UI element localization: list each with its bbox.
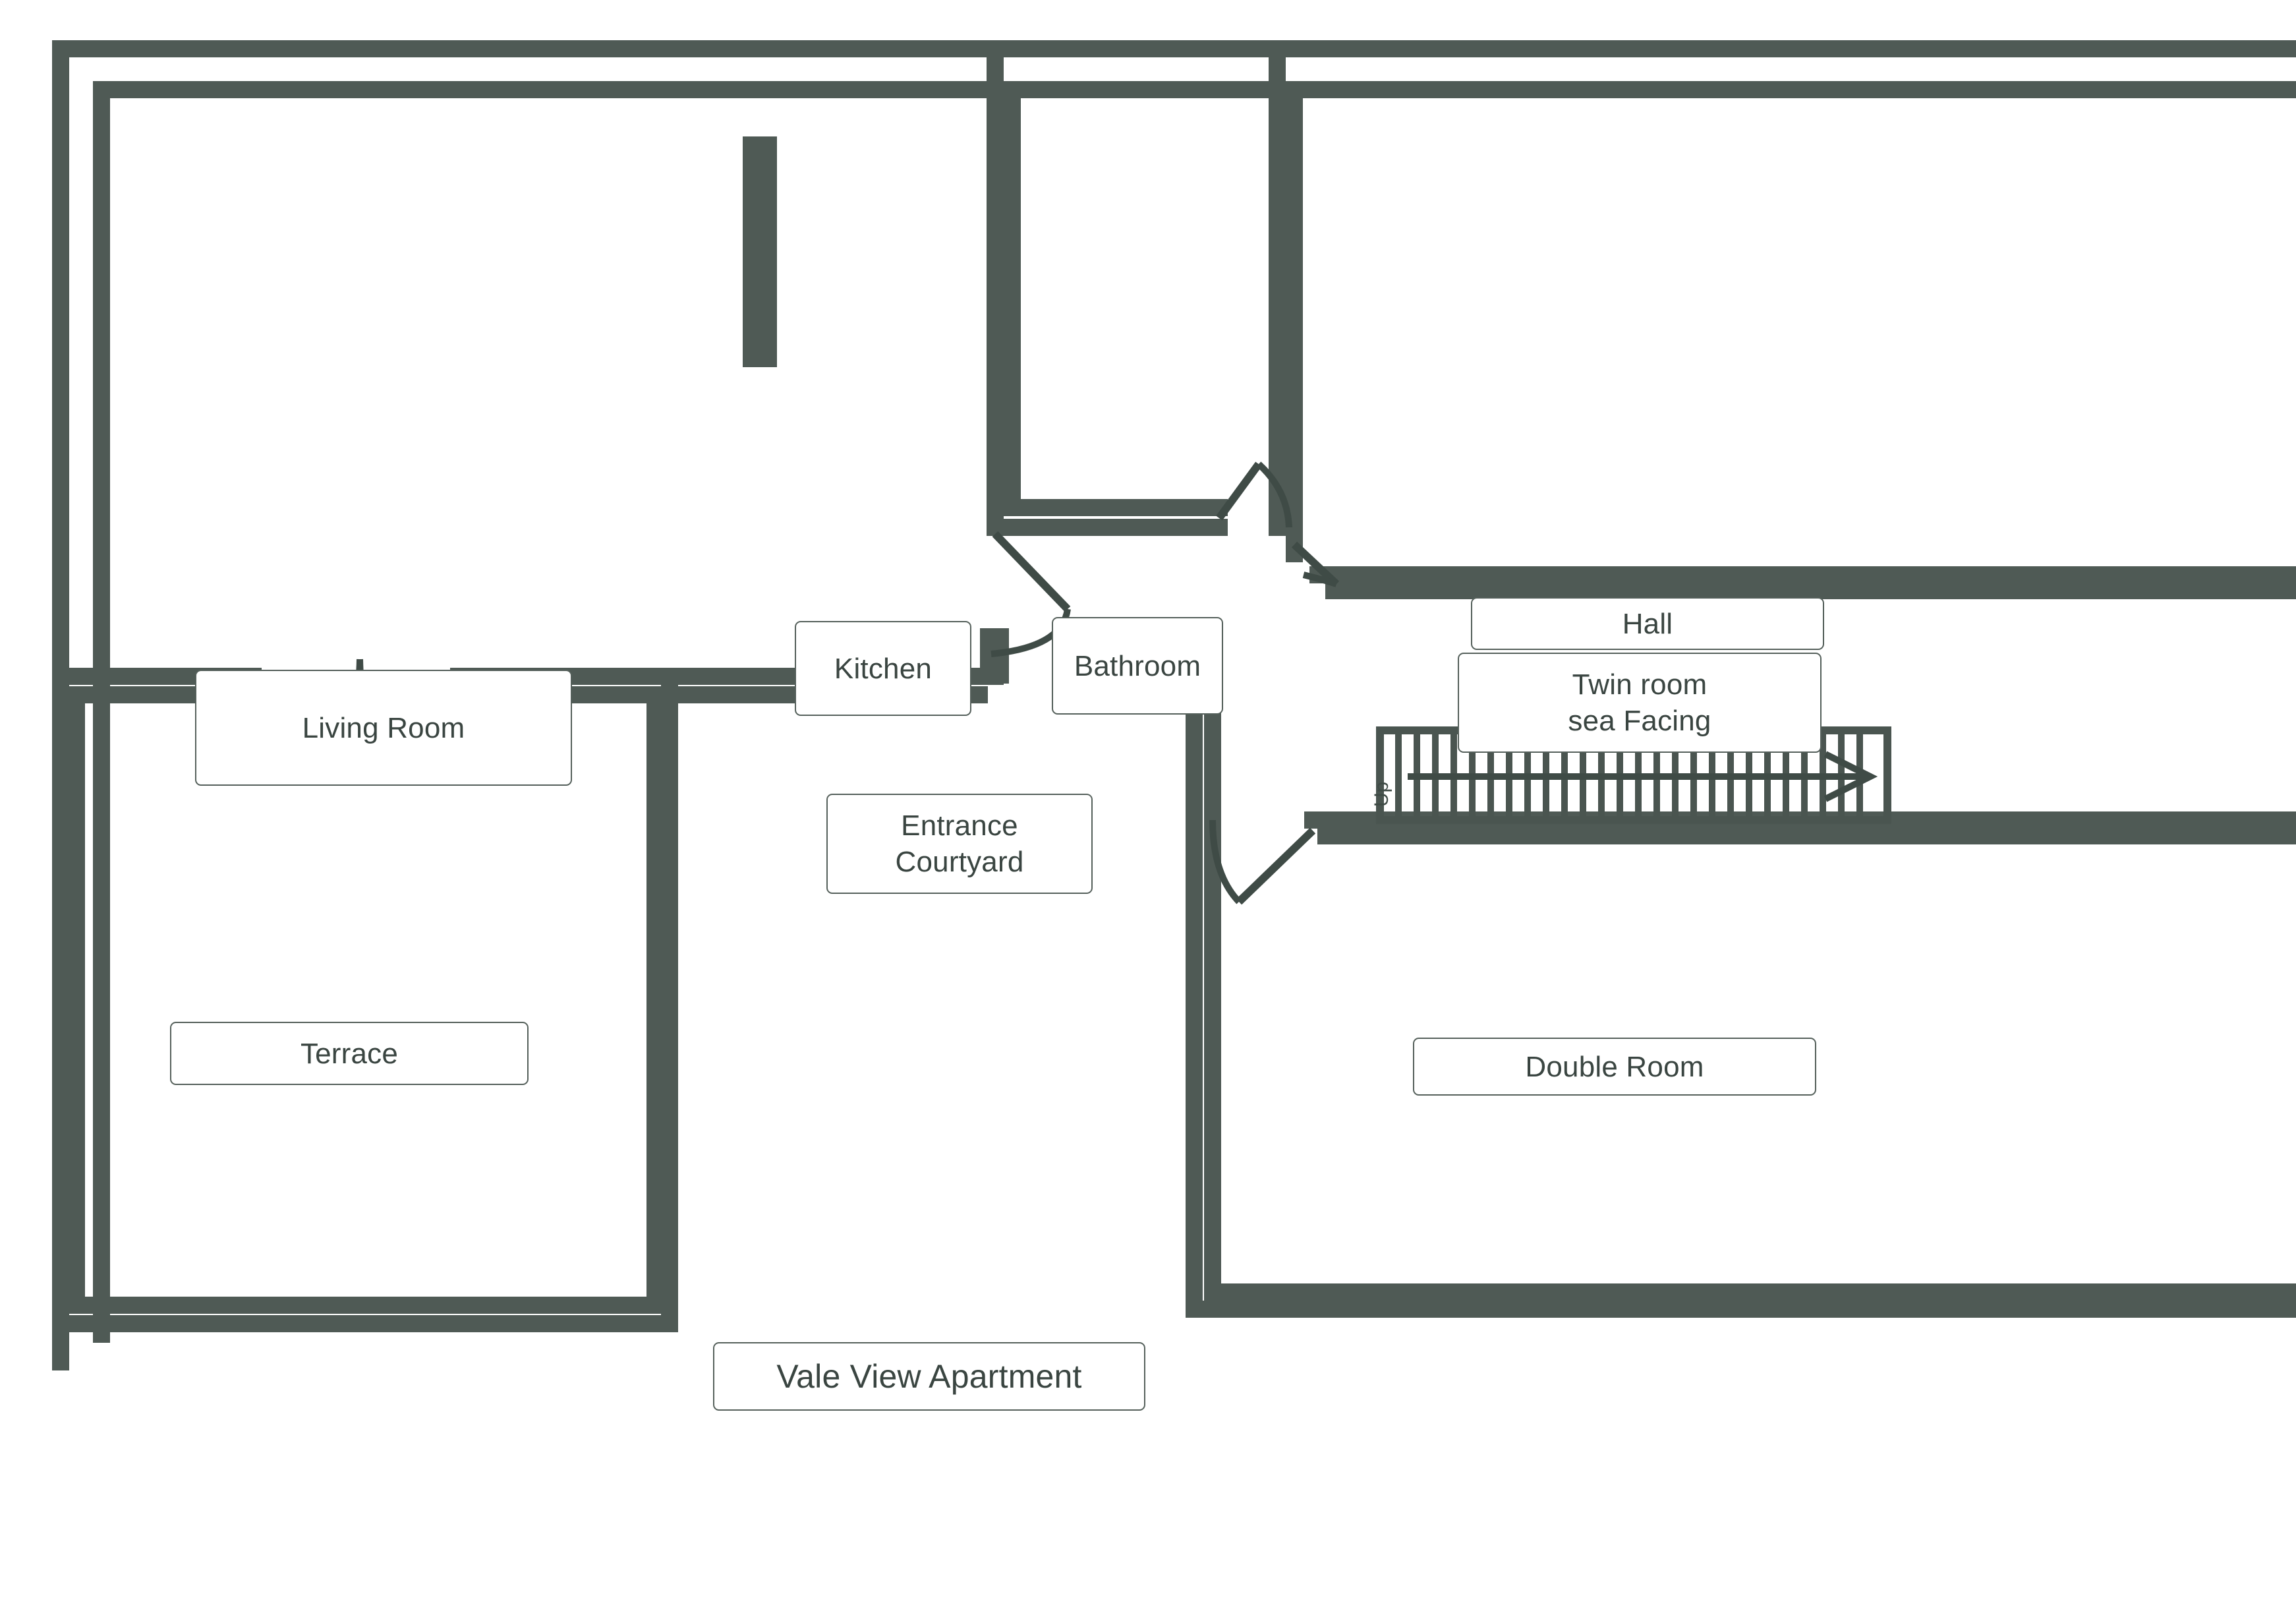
room-label-terrace: Terrace: [170, 1022, 529, 1085]
kitchen-partition: [743, 136, 777, 367]
door-double-room: [1209, 819, 1316, 905]
door-leaf-double: [1236, 827, 1316, 905]
room-label-bathroom: Bathroom: [1052, 617, 1223, 715]
door-leaf-living: [992, 531, 1071, 612]
staircase-up-label: Up: [1371, 781, 1392, 807]
room-label-twin-room: Twin room sea Facing: [1458, 653, 1822, 753]
room-label-living-room: Living Room: [195, 670, 572, 786]
door-arc-twin: [1302, 572, 1338, 587]
door-bathroom: [1216, 461, 1292, 528]
door-arc-double: [1209, 819, 1242, 904]
room-label-hall: Hall: [1471, 597, 1824, 650]
twin-room-walls: [1286, 81, 2296, 599]
door-leaf-twin: [1291, 541, 1340, 587]
kitchen-bathroom-partition: [987, 53, 1303, 536]
terrace-walls: [52, 668, 678, 1332]
courtyard-walls: [1186, 668, 2296, 1318]
room-label-entrance-courtyard: Entrance Courtyard: [826, 794, 1093, 894]
door-arc-bathroom: [1256, 461, 1292, 528]
room-label-kitchen: Kitchen: [795, 621, 971, 716]
room-label-double-room: Double Room: [1413, 1038, 1816, 1096]
plan-title-block: Vale View Apartment: [713, 1342, 1145, 1411]
door-leaf-bathroom: [1216, 461, 1262, 521]
door-twin-room: [1291, 541, 1340, 587]
staircase-arrow-head: [1823, 751, 1878, 802]
